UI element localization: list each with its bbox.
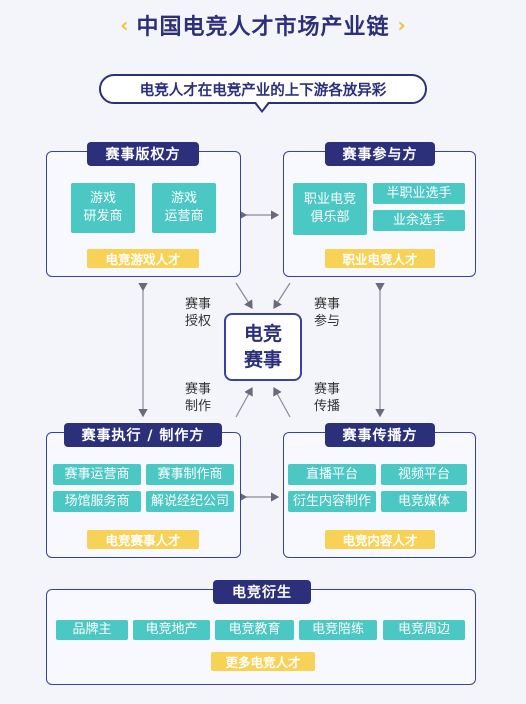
esports-media-chip: 电竞媒体 [381, 491, 467, 512]
esports-coaching-chip: 电竞陪练 [299, 620, 377, 640]
label-event-production: 赛事 制作 [184, 382, 211, 414]
video-platform-chip: 视频平台 [381, 464, 467, 485]
venue-service-chip: 场馆服务商 [53, 491, 141, 512]
execution-talent-tag: 电竞赛事人才 [87, 530, 199, 549]
subtitle-pill: 电竞人才在电竞产业的上下游各放异彩 [99, 74, 427, 104]
derivative-talent-tag: 更多电竞人才 [211, 652, 315, 671]
amateur-player-chip: 业余选手 [373, 210, 465, 231]
esports-real-estate-chip: 电竞地产 [133, 620, 210, 640]
brand-owner-chip: 品牌主 [56, 620, 128, 640]
live-platform-chip: 直播平台 [288, 464, 376, 485]
broadcast-header: 赛事传播方 [325, 423, 435, 447]
rights-talent-tag: 电竞游戏人才 [87, 249, 199, 268]
esports-event-center: 电竞 赛事 [224, 313, 302, 381]
esports-merch-chip: 电竞周边 [383, 620, 465, 640]
derivative-content-chip: 衍生内容制作 [288, 491, 376, 512]
label-event-authorization: 赛事 授权 [184, 297, 211, 329]
execution-header: 赛事执行 / 制作方 [64, 423, 222, 447]
pro-club-chip: 职业电竞 俱乐部 [293, 183, 367, 235]
derivative-header: 电竞衍生 [213, 580, 311, 604]
esports-education-chip: 电竞教育 [215, 620, 294, 640]
event-operator-chip: 赛事运营商 [53, 464, 141, 485]
chevron-left-icon: ‹ [120, 13, 129, 37]
page-title: 中国电竞人才市场产业链 [136, 15, 390, 40]
game-operator-chip: 游戏 运营商 [152, 183, 216, 233]
game-developer-chip: 游戏 研发商 [71, 183, 135, 233]
participants-header: 赛事参与方 [325, 142, 435, 166]
label-event-participation: 赛事 参与 [313, 297, 340, 329]
semi-pro-player-chip: 半职业选手 [373, 183, 465, 204]
chevron-right-icon: › [397, 13, 406, 37]
label-event-broadcast: 赛事 传播 [313, 382, 340, 414]
participants-talent-tag: 职业电竞人才 [325, 249, 435, 268]
caster-agency-chip: 解说经纪公司 [146, 491, 234, 512]
event-producer-chip: 赛事制作商 [146, 464, 234, 485]
rights-holder-header: 赛事版权方 [87, 142, 199, 166]
title-row: ‹ 中国电竞人才市场产业链 › [0, 8, 526, 42]
broadcast-talent-tag: 电竞内容人才 [325, 530, 435, 549]
